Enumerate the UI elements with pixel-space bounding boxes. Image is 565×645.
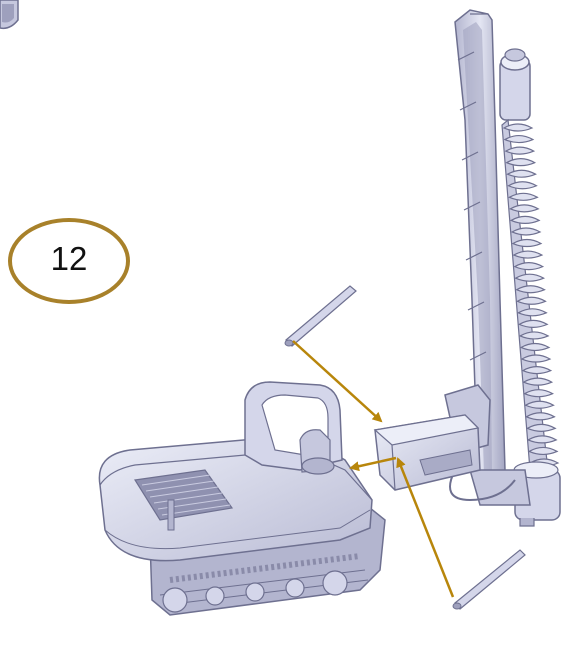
auger-flight — [508, 204, 540, 213]
pile-driving-mast — [454, 9, 506, 481]
auger-flight — [513, 262, 545, 271]
partial-part-corner — [0, 0, 19, 30]
auger-flight — [525, 412, 556, 421]
auger-flight — [516, 296, 547, 305]
auger-flight — [520, 354, 552, 363]
step-number-badge: 12 — [8, 218, 130, 304]
auger-flight — [514, 273, 545, 282]
auger-flight — [509, 215, 541, 225]
track-wheels — [162, 570, 348, 613]
pin-upper — [284, 285, 357, 347]
auger-flight — [521, 365, 553, 375]
auger-flight — [512, 250, 544, 259]
auger-screw — [499, 48, 561, 527]
auger-flight — [525, 423, 557, 432]
auger-flight — [503, 134, 535, 144]
auger-flight — [505, 158, 537, 167]
auger-flight — [502, 123, 534, 132]
excavator-base — [98, 381, 386, 616]
auger-flight — [504, 146, 536, 155]
mast-foot — [449, 469, 531, 506]
auger-flight — [523, 389, 554, 398]
auger-flight — [517, 308, 548, 317]
auger-flight — [517, 319, 549, 328]
auger-flight — [518, 331, 550, 340]
auger-flight — [508, 192, 539, 201]
auger-flight — [524, 400, 555, 409]
pin-lower — [452, 549, 526, 610]
auger-flight — [522, 377, 554, 386]
auger-flight — [527, 446, 559, 456]
assembly-arrows — [292, 340, 455, 598]
step-number-label: 12 — [50, 240, 88, 277]
auger-flight — [506, 169, 537, 178]
auger-flight — [519, 342, 551, 352]
auger-flight — [510, 227, 542, 236]
mounting-bracket — [373, 384, 491, 491]
auger-flight — [511, 238, 543, 248]
arrow-upper-pin — [292, 340, 383, 423]
arrow-lower-pin — [396, 457, 455, 598]
auger-flight — [507, 181, 538, 190]
arrow-to-excavator — [349, 456, 397, 472]
auger-flight — [515, 285, 546, 294]
auger-flight — [526, 435, 558, 444]
